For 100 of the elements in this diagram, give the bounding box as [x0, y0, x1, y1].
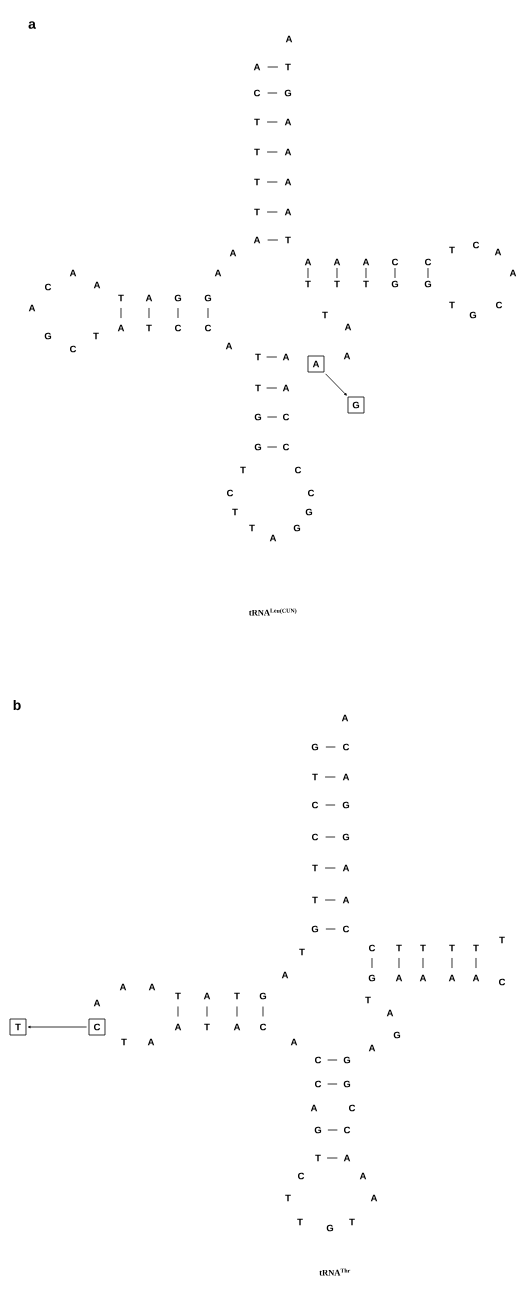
nucleotide-letter: G	[311, 925, 319, 933]
base-pair-bond	[266, 211, 278, 213]
nucleotide-letter: A	[253, 236, 261, 244]
base-pair-bond	[325, 928, 336, 930]
nucleotide-letter: A	[362, 258, 370, 266]
nucleotide-letter: T	[249, 524, 255, 532]
base-pair-bond	[120, 307, 122, 319]
nucleotide-letter: A	[69, 269, 77, 277]
nucleotide-letter: A	[117, 324, 125, 332]
base-pair-bond	[266, 416, 278, 418]
base-pair-bond	[177, 1006, 179, 1017]
nucleotide-letter: A	[225, 342, 233, 350]
nucleotide-letter: A	[290, 1038, 298, 1046]
base-pair-bond	[422, 957, 424, 969]
nucleotide-letter: C	[253, 89, 261, 97]
nucleotide-letter: C	[259, 1023, 267, 1031]
nucleotide-letter: A	[119, 983, 127, 991]
nucleotide-letter: A	[229, 249, 237, 257]
nucleotide-letter: C	[294, 466, 302, 474]
base-pair-bond	[327, 1059, 338, 1061]
base-pair-bond	[206, 1006, 208, 1017]
nucleotide-letter: G	[284, 89, 292, 97]
nucleotide-letter: T	[396, 944, 402, 952]
nucleotide-letter: G	[293, 524, 301, 532]
nucleotide-letter: T	[305, 280, 311, 288]
nucleotide-letter: A	[419, 974, 427, 982]
nucleotide-letter: C	[368, 944, 376, 952]
nucleotide-letter: G	[305, 508, 313, 516]
base-pair-bond	[365, 267, 367, 279]
nucleotide-letter: A	[359, 1172, 367, 1180]
nucleotide-letter: T	[255, 353, 261, 361]
nucleotide-letter: T	[254, 118, 260, 126]
nucleotide-letter: T	[363, 280, 369, 288]
base-pair-bond	[266, 446, 278, 448]
base-pair-bond	[325, 836, 336, 838]
nucleotide-letter: T	[473, 944, 479, 952]
nucleotide-letter: G	[342, 801, 350, 809]
base-pair-bond	[207, 307, 209, 319]
base-pair-bond	[475, 957, 477, 969]
nucleotide-letter: T	[255, 384, 261, 392]
nucleotide-letter: C	[282, 443, 290, 451]
nucleotide-letter: T	[254, 178, 260, 186]
base-pair-bond	[327, 1083, 338, 1085]
base-pair-bond	[324, 867, 336, 869]
nucleotide-letter: T	[175, 992, 181, 1000]
panel-label: b	[13, 699, 21, 711]
nucleotide-letter: T	[240, 466, 246, 474]
nucleotide-letter: T	[349, 1218, 355, 1226]
nucleotide-letter: G	[424, 280, 432, 288]
nucleotide-letter: T	[312, 896, 318, 904]
nucleotide-letter: A	[386, 1009, 394, 1017]
nucleotide-letter: A	[343, 1154, 351, 1162]
nucleotide-letter: G	[343, 1056, 351, 1064]
base-pair-bond	[266, 151, 278, 153]
nucleotide-letter: C	[391, 258, 399, 266]
nucleotide-letter: C	[342, 925, 350, 933]
nucleotide-letter: A	[28, 304, 36, 312]
nucleotide-letter: G	[44, 332, 52, 340]
nucleotide-letter: A	[214, 269, 222, 277]
nucleotide-letter: A	[282, 353, 290, 361]
trna-caption: tRNA$^{Thr}$	[319, 1268, 351, 1276]
nucleotide-letter: A	[282, 384, 290, 392]
nucleotide-letter: A	[174, 1023, 182, 1031]
mutation-arrow	[325, 373, 347, 396]
base-pair-bond	[148, 307, 150, 319]
base-pair-bond	[266, 121, 278, 123]
nucleotide-letter: A	[203, 992, 211, 1000]
nucleotide-letter: C	[314, 1056, 322, 1064]
nucleotide-letter: T	[254, 208, 260, 216]
nucleotide-letter: A	[310, 1104, 318, 1112]
base-pair-bond	[177, 307, 179, 319]
base-pair-bond	[307, 267, 309, 279]
nucleotide-letter: C	[424, 258, 432, 266]
nucleotide-letter: C	[174, 324, 182, 332]
nucleotide-letter: A	[281, 971, 289, 979]
nucleotide-letter: T	[146, 324, 152, 332]
nucleotide-letter: A	[284, 208, 292, 216]
nucleotide-letter: C	[342, 743, 350, 751]
nucleotide-letter: A	[342, 896, 350, 904]
base-pair-bond	[394, 267, 396, 279]
base-pair-bond	[451, 957, 453, 969]
nucleotide-letter: A	[368, 1044, 376, 1052]
nucleotide-letter: A	[395, 974, 403, 982]
nucleotide-letter: A	[269, 534, 277, 542]
nucleotide-letter: T	[315, 1154, 321, 1162]
nucleotide-letter: C	[297, 1172, 305, 1180]
nucleotide-letter: C	[343, 1126, 351, 1134]
nucleotide-letter: T	[285, 63, 291, 71]
base-pair-bond	[336, 267, 338, 279]
nucleotide-letter: C	[472, 241, 480, 249]
nucleotide-letter: G	[314, 1126, 322, 1134]
base-pair-bond	[236, 1006, 238, 1017]
nucleotide-letter: C	[311, 833, 319, 841]
base-pair-bond	[267, 66, 279, 68]
nucleotide-letter: T	[312, 864, 318, 872]
nucleotide-letter: T	[420, 944, 426, 952]
nucleotide-letter: G	[391, 280, 399, 288]
nucleotide-letter: T	[254, 148, 260, 156]
nucleotide-letter: T	[334, 280, 340, 288]
nucleotide-letter: T	[449, 944, 455, 952]
